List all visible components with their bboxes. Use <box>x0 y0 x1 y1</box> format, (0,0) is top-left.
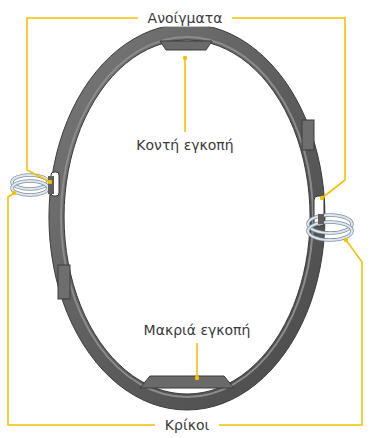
ring-inner-edge <box>61 37 313 397</box>
openings-label: Ανοίγματα <box>146 10 225 27</box>
band-over-ring <box>48 176 54 194</box>
band-over-ring <box>318 214 324 224</box>
leader-dots <box>12 56 348 380</box>
rings-label: Κρίκοι <box>163 417 211 434</box>
band-segment <box>302 120 314 150</box>
short-notch <box>160 41 212 50</box>
ring-band <box>49 24 325 410</box>
short-notch-label: Κοντή εγκοπή <box>134 137 235 154</box>
leader-lines <box>8 18 362 425</box>
opening <box>314 196 324 226</box>
long-notch <box>140 376 234 388</box>
long-notch-label: Μακριά εγκοπή <box>142 322 253 339</box>
wire-ring <box>308 215 352 240</box>
band-segment <box>58 265 70 299</box>
